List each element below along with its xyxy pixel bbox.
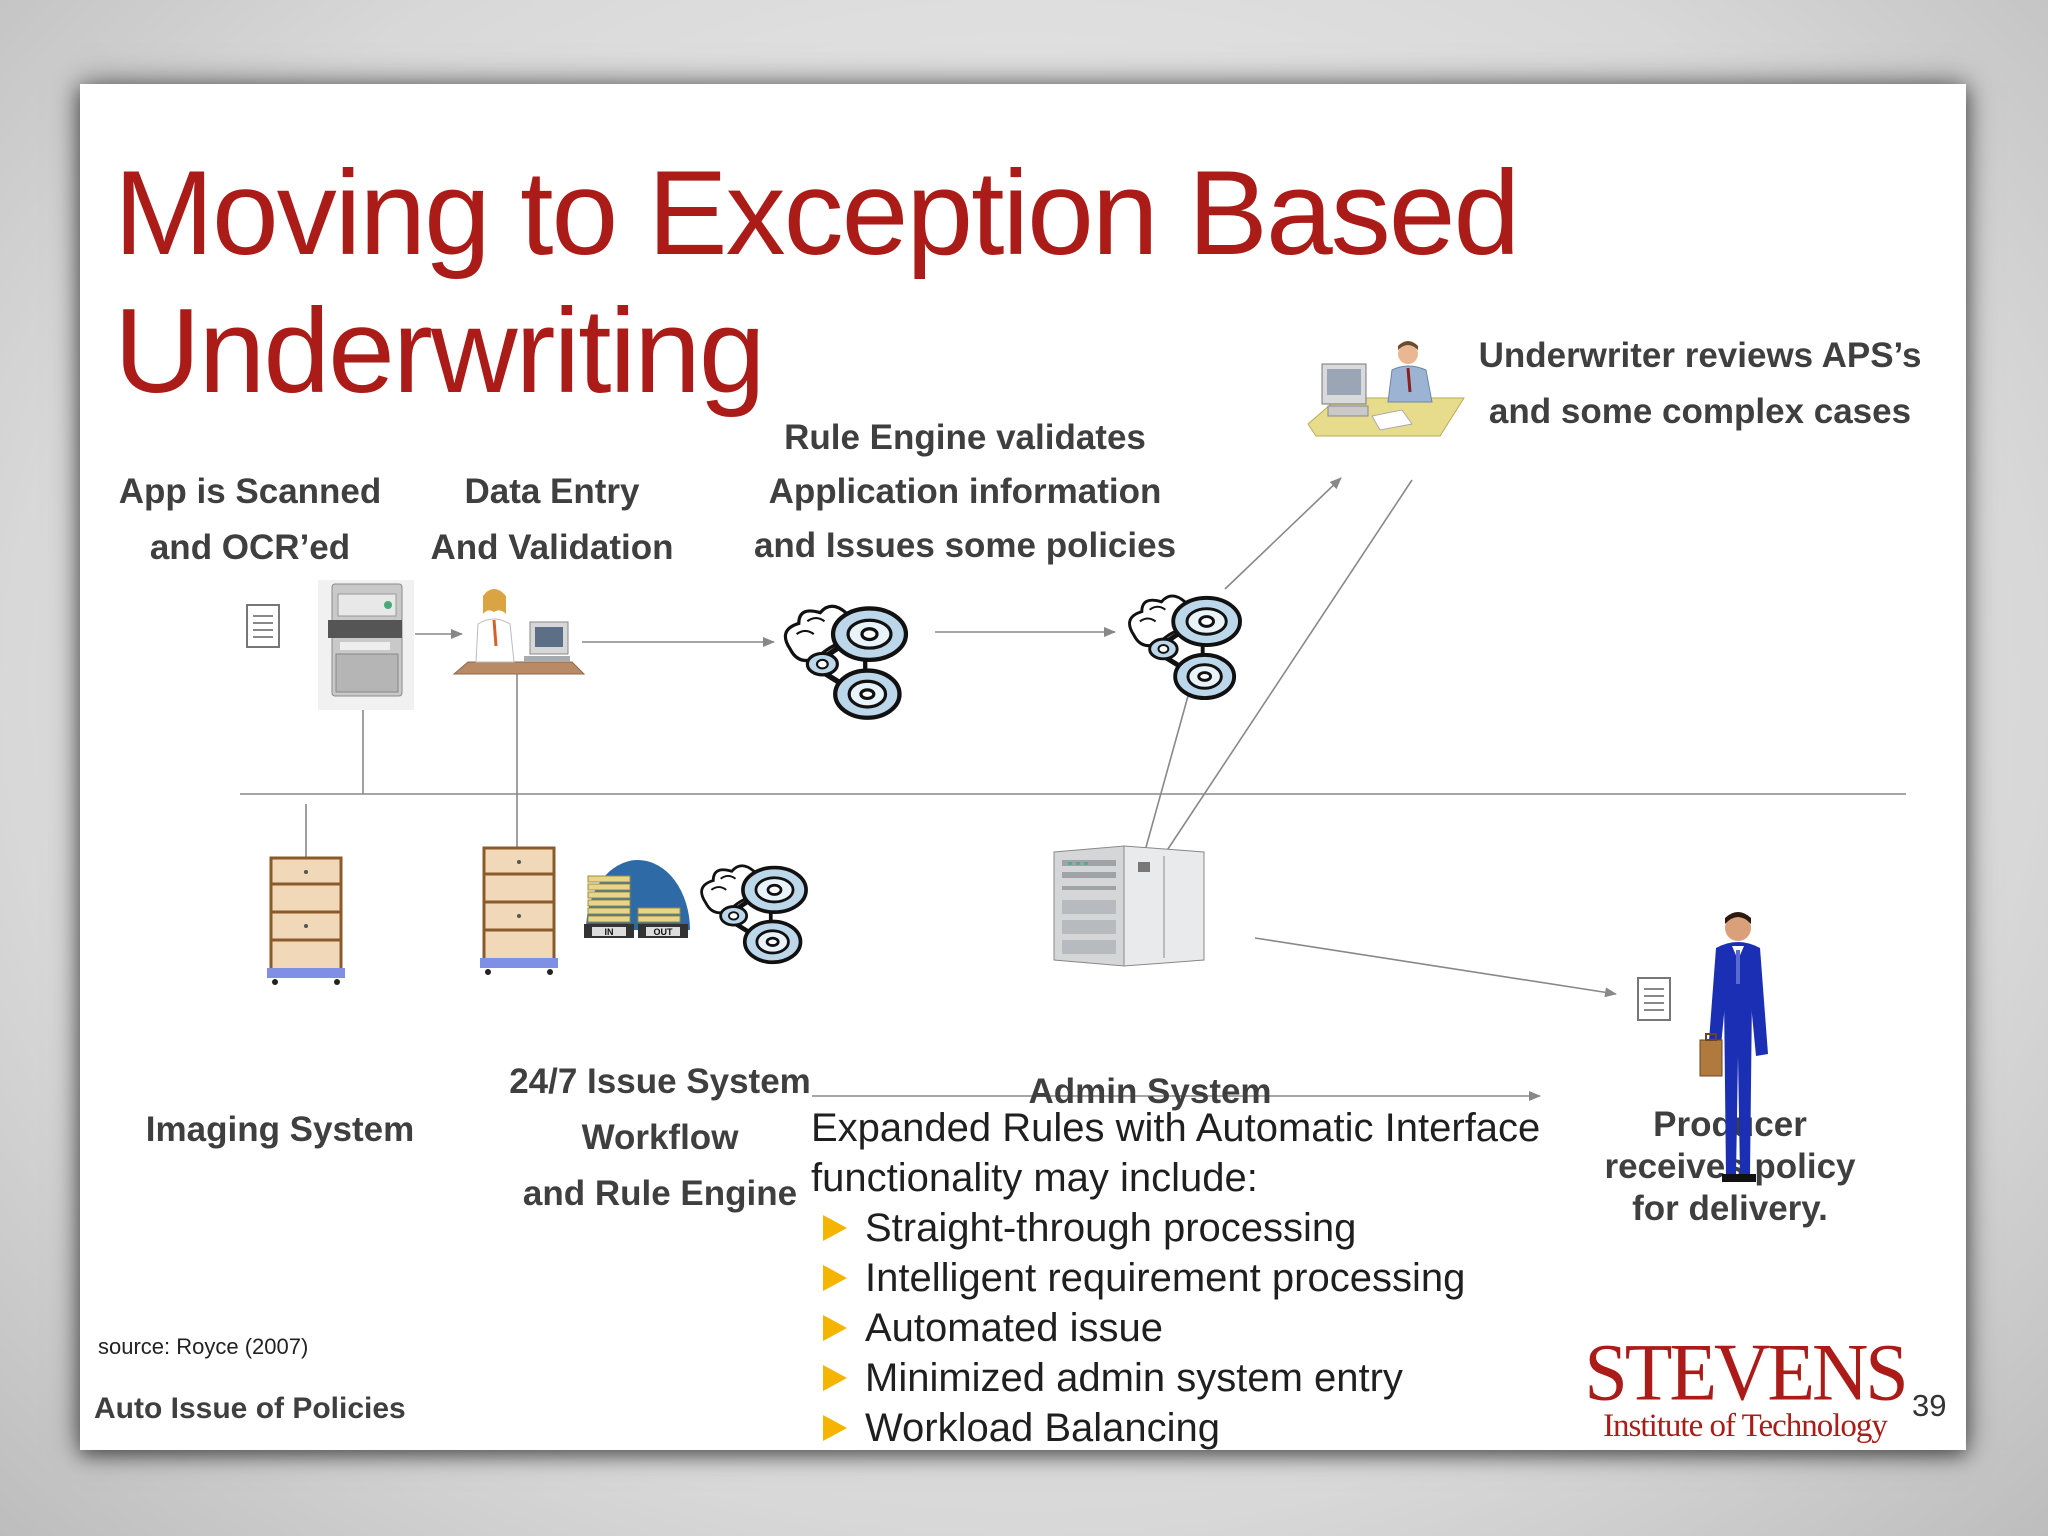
- slide-title: Moving to Exception Based Underwriting: [114, 144, 1614, 420]
- rule-bullet-item: Automated issue: [811, 1303, 1540, 1353]
- rule-bullet-item: Intelligent requirement processing: [811, 1253, 1540, 1303]
- issue-rule-engine-gears-icon: [700, 862, 810, 966]
- imaging-system-label-text: Imaging System: [145, 1110, 415, 1149]
- admin-system-mainframe-icon: [1053, 845, 1205, 967]
- issue-system-label-line2: Workflow: [581, 1118, 739, 1157]
- footer-title: Auto Issue of Policies: [94, 1392, 406, 1425]
- expanded-rules-intro-line1: Expanded Rules with Automatic Interface: [811, 1106, 1541, 1150]
- rule-bullet-text: Minimized admin system entry: [865, 1356, 1403, 1400]
- scan-label-line2: and OCR’ed: [149, 528, 351, 567]
- in-tray-label: IN: [605, 927, 614, 937]
- bullet-triangle-icon: [823, 1265, 847, 1291]
- data-entry-label-line2: And Validation: [430, 528, 674, 567]
- underwriter-icon: [1307, 341, 1465, 437]
- expanded-rules-block: Expanded Rules with Automatic Interface …: [811, 1103, 1540, 1450]
- slide: Moving to Exception Based Underwriting: [80, 84, 1966, 1450]
- title-line-2: Underwriting: [114, 284, 766, 418]
- document-icon: [246, 604, 280, 648]
- admin-system-label: Admin System: [1015, 1064, 1285, 1120]
- rule-engine-label-line2: Application information: [768, 472, 1162, 511]
- data-entry-clerk-icon: [452, 589, 586, 675]
- rule-engine-label-line3: and Issues some policies: [753, 526, 1177, 565]
- issue-system-label-line1: 24/7 Issue System: [509, 1062, 811, 1101]
- rule-bullet-item: Workload Balancing: [811, 1403, 1540, 1450]
- stevens-logo: STEVENS Institute of Technology: [1580, 1325, 1910, 1444]
- bullet-triangle-icon: [823, 1365, 847, 1391]
- imaging-system-label: Imaging System: [120, 1102, 440, 1158]
- issue-system-label: 24/7 Issue System Workflow and Rule Engi…: [490, 1054, 830, 1222]
- scanner-icon: [318, 580, 414, 710]
- rule-bullet-item: Straight-through processing: [811, 1203, 1540, 1253]
- policy-document-icon: [1637, 977, 1671, 1021]
- scan-label: App is Scanned and OCR’ed: [80, 464, 420, 576]
- bullet-triangle-icon: [823, 1415, 847, 1441]
- scan-label-line1: App is Scanned: [118, 472, 382, 511]
- data-entry-label: Data Entry And Validation: [402, 464, 702, 576]
- rule-engine-gears-icon-2: [1125, 592, 1247, 702]
- imaging-server-icon: [267, 856, 345, 985]
- rule-engine-label: Rule Engine validates Application inform…: [725, 411, 1205, 573]
- logo-name: STEVENS: [1584, 1325, 1908, 1418]
- producer-label-line3: for delivery.: [1632, 1189, 1828, 1228]
- issue-system-label-line3: and Rule Engine: [522, 1174, 798, 1213]
- issue-system-server-icon: [480, 846, 558, 975]
- page-number: 39: [1912, 1388, 1947, 1423]
- underwriter-label-line1: Underwriter reviews APS’s: [1478, 336, 1922, 375]
- workflow-trays-icon: IN OUT: [584, 860, 690, 938]
- logo-subtitle: Institute of Technology: [1603, 1408, 1888, 1444]
- rule-bullet-item: Minimized admin system entry: [811, 1353, 1540, 1403]
- out-tray-label: OUT: [654, 927, 674, 937]
- bullet-triangle-icon: [823, 1215, 847, 1241]
- rule-engine-label-line1: Rule Engine validates: [784, 418, 1146, 457]
- rule-engine-gears-icon: [782, 602, 912, 722]
- bullet-triangle-icon: [823, 1315, 847, 1341]
- underwriter-label: Underwriter reviews APS’s and some compl…: [1460, 328, 1940, 440]
- rule-bullet-text: Workload Balancing: [865, 1406, 1221, 1450]
- data-entry-label-line1: Data Entry: [464, 472, 640, 511]
- rule-bullet-text: Straight-through processing: [865, 1206, 1357, 1250]
- rule-bullet-text: Intelligent requirement processing: [865, 1256, 1466, 1300]
- connector-lines: [240, 477, 1906, 1101]
- producer-icon: [1699, 912, 1768, 1182]
- underwriter-label-line2: and some complex cases: [1488, 392, 1912, 431]
- expanded-rules-intro-line2: functionality may include:: [811, 1156, 1258, 1200]
- admin-system-label-text: Admin System: [1028, 1072, 1272, 1111]
- rule-bullet-text: Automated issue: [865, 1306, 1163, 1350]
- title-line-1: Moving to Exception Based: [114, 146, 1520, 280]
- source-citation: source: Royce (2007): [98, 1334, 309, 1359]
